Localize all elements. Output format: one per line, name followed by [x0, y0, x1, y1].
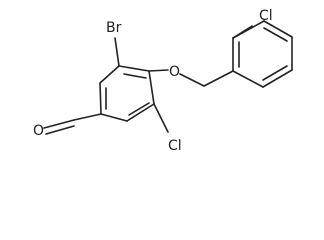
bond — [262, 65, 288, 81]
chlorine-benzyl-label: Cl — [259, 8, 273, 24]
ether-oxygen-label: O — [169, 64, 180, 80]
bond — [262, 69, 293, 88]
bond-c-cl — [153, 103, 169, 133]
molecule-structure: Br O Cl O Cl — [33, 8, 293, 154]
bond-c-br — [114, 37, 120, 67]
bond-ch2-ring — [203, 70, 234, 87]
ring-a — [99, 65, 155, 122]
bond — [148, 70, 155, 105]
bond-c-o-double — [43, 119, 75, 129]
bond — [99, 82, 102, 115]
bromine-label: Br — [106, 20, 122, 36]
bond — [263, 27, 288, 42]
carbonyl-oxygen-label: O — [33, 123, 44, 139]
bond — [100, 113, 128, 122]
bond-c-cho — [73, 113, 102, 121]
bond — [128, 102, 150, 116]
bond — [99, 65, 120, 84]
bond-o-ch2 — [179, 73, 205, 87]
ring-b — [232, 20, 293, 88]
bond — [123, 73, 147, 79]
bond-c-o — [148, 69, 169, 72]
bond — [118, 65, 150, 72]
structure-canvas: Br O Cl O Cl — [33, 8, 293, 154]
bond — [232, 70, 264, 88]
bond-c-cl-benzyl — [232, 25, 253, 39]
bond — [263, 20, 293, 38]
bond — [126, 103, 155, 122]
chlorine-ring-label: Cl — [168, 138, 182, 154]
bond-c-o-double — [45, 125, 75, 135]
